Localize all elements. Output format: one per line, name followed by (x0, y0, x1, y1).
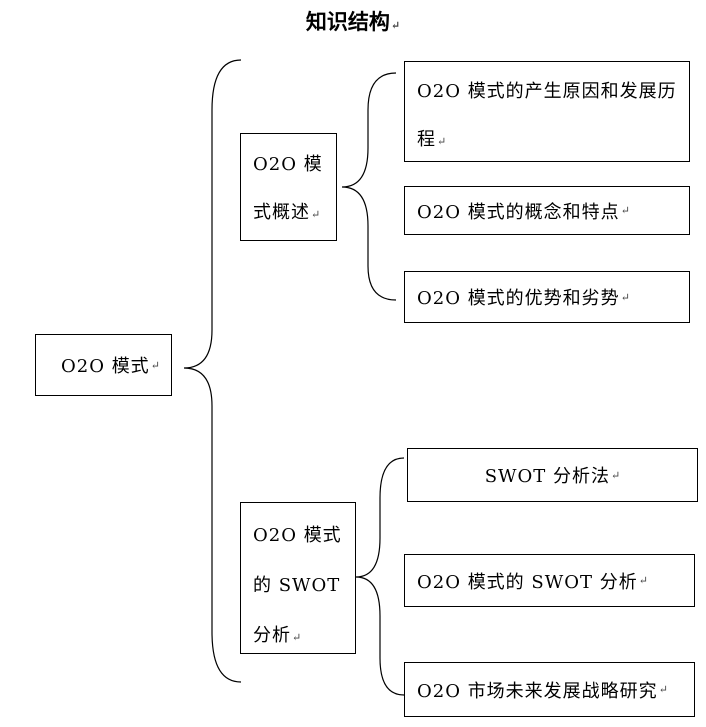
branch1-brace (341, 72, 397, 301)
leaf-node-origin-history: O2O 模式的产生原因和发展历程↵ (404, 61, 690, 162)
leaf-node-swot-method: SWOT 分析法↵ (407, 448, 698, 502)
root-node: O2O 模式↵ (35, 334, 172, 396)
root-brace (183, 59, 242, 683)
leaf-node-o2o-swot: O2O 模式的 SWOT 分析↵ (404, 554, 695, 607)
branch-node-swot: O2O 模式的 SWOT 分析↵ (240, 502, 356, 654)
leaf-node-pros-cons: O2O 模式的优势和劣势↵ (404, 271, 690, 323)
diagram-title: 知识结构↵ (305, 9, 401, 34)
leaf-node-market-strategy: O2O 市场未来发展战略研究↵ (404, 662, 695, 717)
branch2-brace (355, 457, 405, 696)
branch-node-overview: O2O 模式概述↵ (240, 133, 337, 241)
leaf-node-concept-features: O2O 模式的概念和特点↵ (404, 186, 690, 235)
